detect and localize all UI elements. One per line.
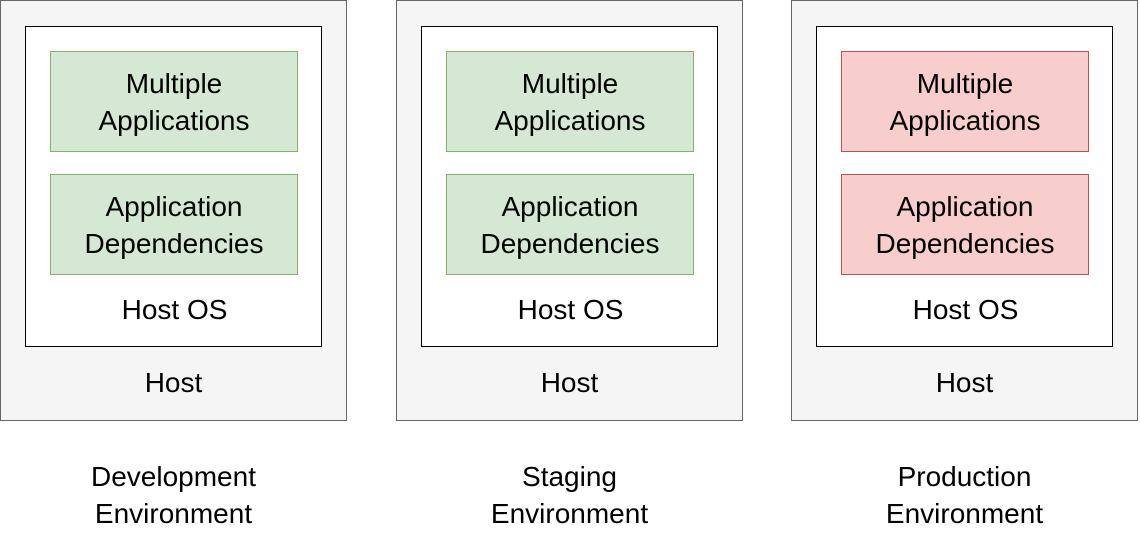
environment-label-line1: Production xyxy=(897,461,1032,492)
environment-label-line1: Staging xyxy=(522,461,617,492)
deps-label-line1: Application xyxy=(501,190,639,222)
apps-label-line2: Applications xyxy=(98,104,250,136)
host-label: Host xyxy=(935,367,994,398)
apps-label-line1: Multiple xyxy=(125,67,223,99)
host-os-label: Host OS xyxy=(121,294,228,325)
environment-label-line2: Environment xyxy=(885,498,1044,529)
deps-label-line2: Dependencies xyxy=(480,227,660,259)
environment-label-line1: Development xyxy=(91,461,256,492)
apps-label-line2: Applications xyxy=(494,104,646,136)
apps-label-line1: Multiple xyxy=(916,67,1014,99)
host-os-label: Host OS xyxy=(912,294,1019,325)
deps-label-line1: Application xyxy=(896,190,1034,222)
apps-label-line2: Applications xyxy=(889,104,1041,136)
environment-label-line2: Environment xyxy=(490,498,649,529)
host-os-label: Host OS xyxy=(517,294,624,325)
host-label: Host xyxy=(540,367,599,398)
apps-label-line1: Multiple xyxy=(521,67,619,99)
deps-label-line2: Dependencies xyxy=(84,227,264,259)
deps-label-line2: Dependencies xyxy=(875,227,1055,259)
host-label: Host xyxy=(144,367,203,398)
environment-label-line2: Environment xyxy=(94,498,253,529)
deps-label-line1: Application xyxy=(105,190,243,222)
